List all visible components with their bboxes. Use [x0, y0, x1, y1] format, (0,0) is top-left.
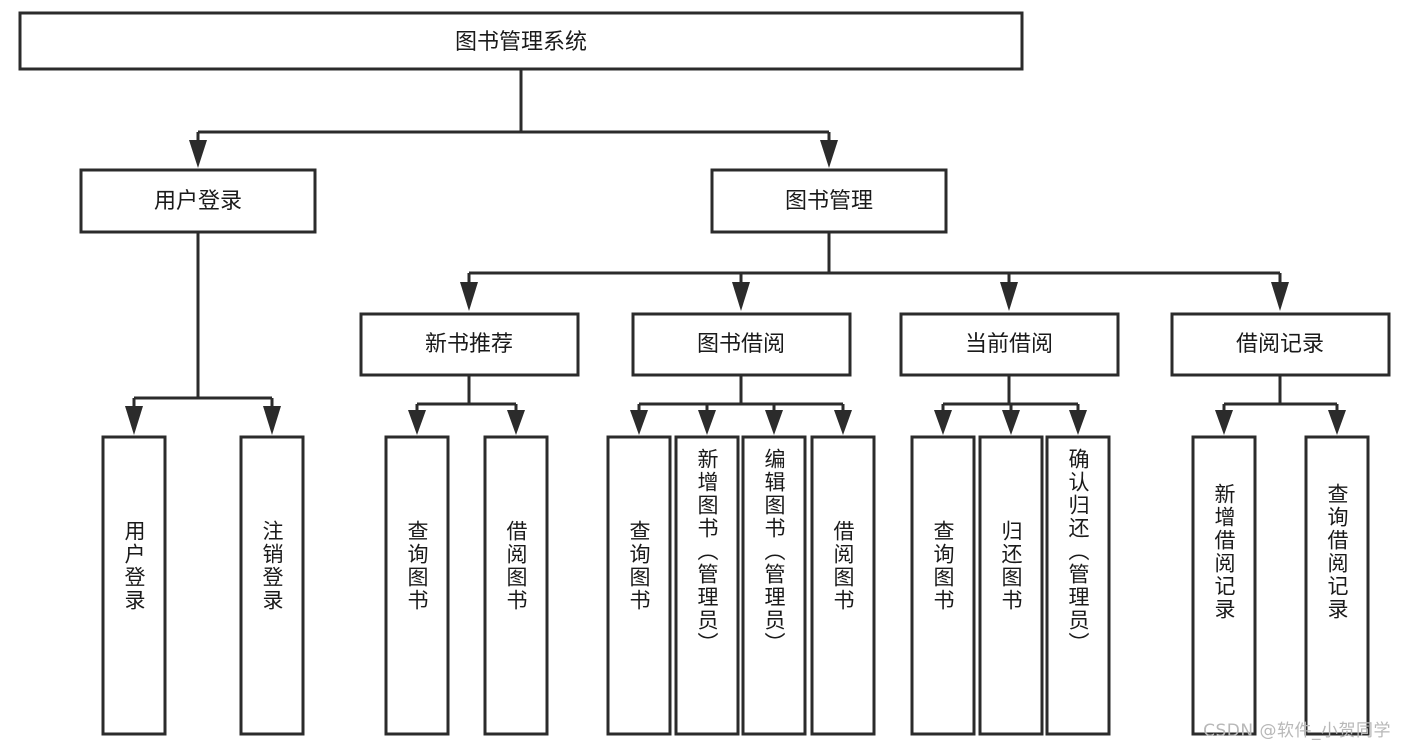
node-current-borrow-label: 当前借阅	[965, 332, 1053, 357]
arrowhead-book-manage	[820, 140, 838, 168]
arrowhead-new-book	[460, 282, 478, 311]
leaf-cb-return-book-label: 归还图书	[999, 520, 1023, 612]
connector-group-current-borrow-to-leaves	[934, 375, 1087, 435]
arrowhead-cb-leaf-1	[934, 410, 952, 435]
leaf-nb-borrow-book-label: 借阅图书	[504, 520, 528, 612]
arrowhead-user-login	[189, 140, 207, 168]
node-user-login-box[interactable]	[79, 168, 317, 234]
leaf-node[interactable]: 编辑图书（管理员）	[741, 435, 807, 736]
leaf-bb-edit-book-box[interactable]	[741, 435, 807, 736]
leaf-bb-query-book-label: 查询图书	[627, 520, 651, 612]
arrowhead-nb-leaf-1	[408, 410, 426, 435]
leaf-bb-add-book-box[interactable]	[674, 435, 740, 736]
leaf-node[interactable]: 借阅图书	[810, 435, 876, 736]
leaf-node[interactable]: 用户登录	[101, 435, 167, 736]
arrowhead-cb-leaf-2	[1002, 410, 1020, 435]
leaf-bb-borrow-book-label: 借阅图书	[831, 520, 855, 612]
arrowhead-bb-leaf-1	[630, 410, 648, 435]
leaf-logout-label: 注销登录	[260, 520, 284, 612]
arrowhead-br-leaf-1	[1215, 410, 1233, 435]
leaf-cb-query-book-box[interactable]	[910, 435, 976, 736]
node-new-book-recommend-label: 新书推荐	[425, 332, 513, 357]
node-borrow-record-label: 借阅记录	[1236, 332, 1324, 357]
leaf-br-add-record-box[interactable]	[1191, 435, 1257, 736]
node-user-login[interactable]: 用户登录	[79, 168, 317, 234]
arrowhead-bb-leaf-2	[698, 410, 716, 435]
leaf-bb-edit-book-label: 编辑图书（管理员）	[762, 448, 786, 655]
leaf-cb-query-book-label: 查询图书	[931, 520, 955, 612]
leaf-cb-confirm-return-label: 确认归还（管理员）	[1066, 448, 1090, 655]
node-new-book-recommend[interactable]: 新书推荐	[359, 312, 580, 377]
leaf-node[interactable]: 归还图书	[978, 435, 1044, 736]
leaf-node[interactable]: 新增图书（管理员）	[674, 435, 740, 736]
node-book-manage[interactable]: 图书管理	[710, 168, 948, 234]
leaf-br-query-record-label: 查询借阅记录	[1325, 483, 1349, 621]
leaf-node[interactable]: 确认归还（管理员）	[1045, 435, 1111, 736]
arrowhead-bb-leaf-3	[765, 410, 783, 435]
leaf-br-query-record-box[interactable]	[1304, 435, 1370, 736]
leaf-node[interactable]: 查询借阅记录	[1304, 435, 1370, 736]
arrowhead-bb-leaf-4	[834, 410, 852, 435]
node-borrow-record[interactable]: 借阅记录	[1170, 312, 1391, 377]
connector-group-root-to-level2	[189, 69, 838, 168]
node-book-borrow-label: 图书借阅	[697, 332, 785, 357]
leaf-br-add-record-label: 新增借阅记录	[1212, 483, 1236, 621]
arrowhead-cb-leaf-3	[1069, 410, 1087, 435]
node-book-manage-label: 图书管理	[785, 189, 873, 214]
node-book-borrow[interactable]: 图书借阅	[631, 312, 852, 377]
node-current-borrow[interactable]: 当前借阅	[899, 312, 1120, 377]
node-book-borrow-box[interactable]	[631, 312, 852, 377]
leaf-bb-query-book-box[interactable]	[606, 435, 672, 736]
leaf-node[interactable]: 借阅图书	[483, 435, 549, 736]
arrowhead-nb-leaf-2	[507, 410, 525, 435]
leaf-user-login-label: 用户登录	[122, 520, 146, 612]
leaf-cb-confirm-return-box[interactable]	[1045, 435, 1111, 736]
arrowhead-leaf-logout	[263, 406, 281, 435]
leaf-logout-box[interactable]	[239, 435, 305, 736]
arrowhead-borrow-record	[1271, 282, 1289, 311]
connector-group-new-book-to-leaves	[408, 375, 525, 435]
connector-group-book-borrow-to-leaves	[630, 375, 852, 435]
arrowhead-leaf-user-login	[125, 406, 143, 435]
connector-group-book-manage-to-level3	[460, 232, 1289, 311]
leaf-node[interactable]: 查询图书	[384, 435, 450, 736]
leaf-node[interactable]: 查询图书	[910, 435, 976, 736]
arrowhead-br-leaf-2	[1328, 410, 1346, 435]
leaf-bb-add-book-label: 新增图书（管理员）	[695, 448, 719, 655]
node-root[interactable]: 图书管理系统	[18, 11, 1024, 71]
connector-group-user-login-to-leaves	[125, 232, 281, 435]
node-root-box[interactable]	[18, 11, 1024, 71]
leaf-nb-query-book-label: 查询图书	[405, 520, 429, 612]
leaf-node[interactable]: 查询图书	[606, 435, 672, 736]
node-user-login-label: 用户登录	[154, 189, 242, 214]
node-root-label: 图书管理系统	[455, 30, 587, 55]
node-current-borrow-box[interactable]	[899, 312, 1120, 377]
leaf-bb-borrow-book-box[interactable]	[810, 435, 876, 736]
leaf-node[interactable]: 新增借阅记录	[1191, 435, 1257, 736]
leaf-user-login-box[interactable]	[101, 435, 167, 736]
node-book-manage-box[interactable]	[710, 168, 948, 234]
leaf-cb-return-book-box[interactable]	[978, 435, 1044, 736]
leaf-nb-borrow-book-box[interactable]	[483, 435, 549, 736]
arrowhead-book-borrow	[732, 282, 750, 311]
leaf-node[interactable]: 注销登录	[239, 435, 305, 736]
connector-group-borrow-record-to-leaves	[1215, 375, 1346, 435]
node-borrow-record-box[interactable]	[1170, 312, 1391, 377]
node-new-book-recommend-box[interactable]	[359, 312, 580, 377]
leaf-nb-query-book-box[interactable]	[384, 435, 450, 736]
arrowhead-current-borrow	[1000, 282, 1018, 311]
